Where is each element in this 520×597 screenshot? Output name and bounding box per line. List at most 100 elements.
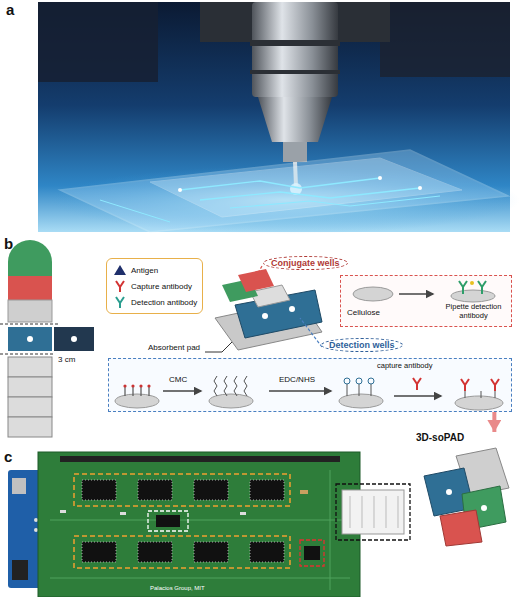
cnc-milling-photo [252, 2, 338, 97]
legend-symbol [112, 279, 128, 293]
paper-device-3d [205, 266, 322, 352]
pcb-photo [336, 484, 410, 540]
legend-symbol [112, 295, 128, 309]
cnc-milling-photo [178, 188, 182, 192]
cnc-milling-photo [230, 196, 440, 208]
surface-chemistry-illustration [209, 394, 253, 408]
cellulose-illustration [353, 287, 393, 301]
legend-symbol [116, 297, 124, 308]
surface-chemistry-illustration [347, 384, 371, 396]
cnc-milling-photo [60, 150, 508, 232]
paper-strip-layout [0, 324, 58, 325]
surface-chemistry-illustration [244, 376, 247, 396]
pcb-photo [34, 528, 38, 532]
legend-row: Detection antibody [112, 294, 197, 310]
pcb-photo [250, 480, 284, 500]
cnc-milling-photo [250, 70, 340, 74]
surface-chemistry-illustration [269, 390, 331, 392]
surface-chemistry-illustration [234, 376, 237, 396]
paper-device-3d [289, 306, 295, 312]
paper-device-3d [300, 318, 322, 347]
paper-strip-layout [8, 240, 52, 276]
node-text: EDC/NHS [279, 375, 315, 384]
legend-row: Capture antibody [112, 278, 197, 294]
pcb-photo [12, 560, 28, 580]
pcb-photo [194, 542, 228, 562]
pcb-photo [350, 496, 351, 528]
cellulose-illustration [399, 293, 433, 295]
node-text: Cellulose [347, 308, 380, 317]
surface-chemistry-illustration [224, 376, 227, 396]
legend-symbol [116, 281, 124, 292]
pcb-photo [304, 546, 320, 560]
pcb-photo [82, 480, 116, 500]
pcb-photo [8, 452, 410, 597]
pcb-photo [374, 496, 375, 528]
cnc-milling-photo [100, 200, 170, 222]
legend-text: Antigen [131, 266, 158, 275]
legend-row: Antigen [112, 262, 197, 278]
cnc-milling-photo [378, 176, 382, 180]
board-marking: Palacios Group, MIT [150, 585, 205, 592]
folded-device-illustration [446, 489, 452, 495]
cnc-milling-photo [283, 142, 307, 162]
pcb-photo [34, 518, 38, 522]
cnc-milling-photo [180, 178, 380, 190]
pcb-photo [156, 515, 180, 527]
surface-chemistry-illustration [115, 394, 159, 408]
pcb-photo [300, 540, 324, 566]
cellulose-illustration [451, 290, 495, 302]
cnc-milling-photo [380, 2, 510, 77]
part-label: Absorbent pad [148, 344, 200, 353]
folded-device-illustration [414, 432, 512, 548]
cellulose-illustration [459, 281, 467, 294]
pcb-photo [60, 456, 340, 462]
cnc-milling-photo [38, 2, 510, 232]
pcb-photo [50, 578, 350, 579]
surface-chemistry-illustration [461, 379, 469, 391]
surface-chemistry-illustration [125, 387, 149, 396]
cnc-milling-photo [200, 188, 420, 200]
pcb-photo [148, 511, 188, 531]
pcb-photo [240, 512, 246, 515]
paper-strip-layout [8, 417, 52, 437]
surface-chemistry-illustration [344, 378, 350, 384]
paper-strip-layout [8, 397, 52, 417]
paper-strip-layout [54, 327, 94, 351]
surface-chemistry-illustration [163, 390, 201, 392]
surface-chemistry-illustration [109, 359, 513, 413]
legend-box: AntigenCapture antibodyDetection antibod… [106, 258, 203, 314]
surface-chemistry-illustration [465, 391, 495, 398]
paper-device-3d [238, 269, 274, 292]
surface-chemistry-illustration [147, 384, 150, 387]
pcb-photo [362, 496, 363, 528]
pcb-photo [50, 520, 350, 521]
surface-chemistry-illustration [491, 379, 499, 391]
node-heading: Detection wells [321, 338, 403, 352]
paper-device-3d [205, 342, 232, 352]
surface-chemistry-illustration [368, 378, 374, 384]
pcb-photo [74, 536, 290, 568]
paper-strip-layout [8, 300, 52, 322]
panel-letter: c [4, 449, 12, 466]
paper-strip-layout [71, 336, 77, 342]
cellulose-illustration [470, 281, 474, 285]
cnc-milling-photo [250, 40, 340, 46]
legend-symbol [112, 263, 128, 277]
surface-chemistry-illustration [356, 378, 362, 384]
flow-arrow [492, 412, 496, 432]
cnc-milling-photo [150, 158, 462, 217]
surface-chemistry-illustration [214, 376, 217, 396]
panel-letter: a [6, 2, 14, 19]
surface-chemistry-illustration [394, 395, 441, 397]
sopad-device: 3D-soPAD [414, 432, 512, 548]
node-text: capture antibody [377, 362, 432, 371]
pcb-photo [300, 490, 308, 494]
paper-strip-layout [8, 327, 52, 351]
surface-chemistry-illustration [131, 384, 134, 387]
pcb-photo [82, 542, 116, 562]
pcb-photo [398, 496, 399, 528]
cellulose-illustration [341, 276, 513, 328]
paper-device-3d [262, 313, 268, 319]
pcb-photo [74, 474, 290, 506]
